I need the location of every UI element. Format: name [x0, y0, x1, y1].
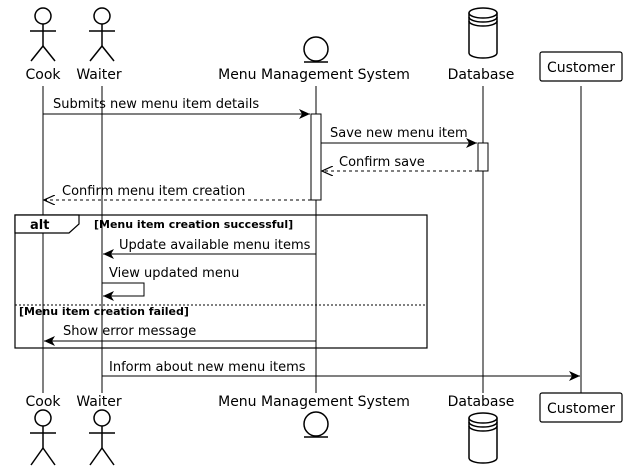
alt-fragment-tab	[14, 214, 80, 234]
participant-database-label-top: Database	[448, 67, 515, 83]
message-8-label: Inform about new menu items	[109, 360, 306, 375]
alt-guard-failed: [Menu item creation failed]	[19, 305, 189, 318]
message-3-label: Confirm save	[339, 155, 425, 170]
participant-waiter-label-top: Waiter	[76, 67, 122, 83]
message-1-label: Submits new menu item details	[53, 97, 259, 112]
database-icon-bottom	[468, 412, 498, 464]
message-6-arrow	[102, 282, 145, 301]
alt-fragment-frame	[14, 214, 428, 349]
activation-mms	[310, 113, 322, 201]
message-7-label: Show error message	[63, 324, 196, 339]
message-6-label: View updated menu	[109, 266, 239, 281]
alt-keyword: alt	[30, 218, 49, 233]
participant-mms-label-bottom: Menu Management System	[218, 394, 410, 410]
participant-customer-box-bottom	[539, 392, 623, 423]
database-icon-top	[468, 7, 498, 59]
participant-customer-label-bottom: Customer	[547, 401, 615, 417]
participant-mms-label-top: Menu Management System	[218, 67, 410, 83]
participant-cook-label-top: Cook	[25, 67, 61, 83]
message-5-label: Update available menu items	[119, 238, 311, 253]
message-2-label: Save new menu item	[330, 126, 468, 141]
participant-waiter-label-bottom: Waiter	[76, 394, 122, 410]
participant-customer-box-top	[539, 51, 623, 82]
entity-icon-top	[303, 36, 329, 63]
actor-waiter-bottom	[89, 409, 115, 466]
message-4-label: Confirm menu item creation	[62, 184, 245, 199]
participant-cook-label-bottom: Cook	[25, 394, 61, 410]
actor-waiter-top	[89, 7, 115, 62]
participant-customer-label-top: Customer	[547, 60, 615, 76]
activation-database	[477, 142, 489, 172]
actor-cook-bottom	[30, 409, 56, 466]
participant-database-label-bottom: Database	[448, 394, 515, 410]
actor-cook-top	[30, 7, 56, 62]
alt-guard-success: [Menu item creation successful]	[94, 218, 293, 231]
entity-icon-bottom	[303, 411, 329, 438]
